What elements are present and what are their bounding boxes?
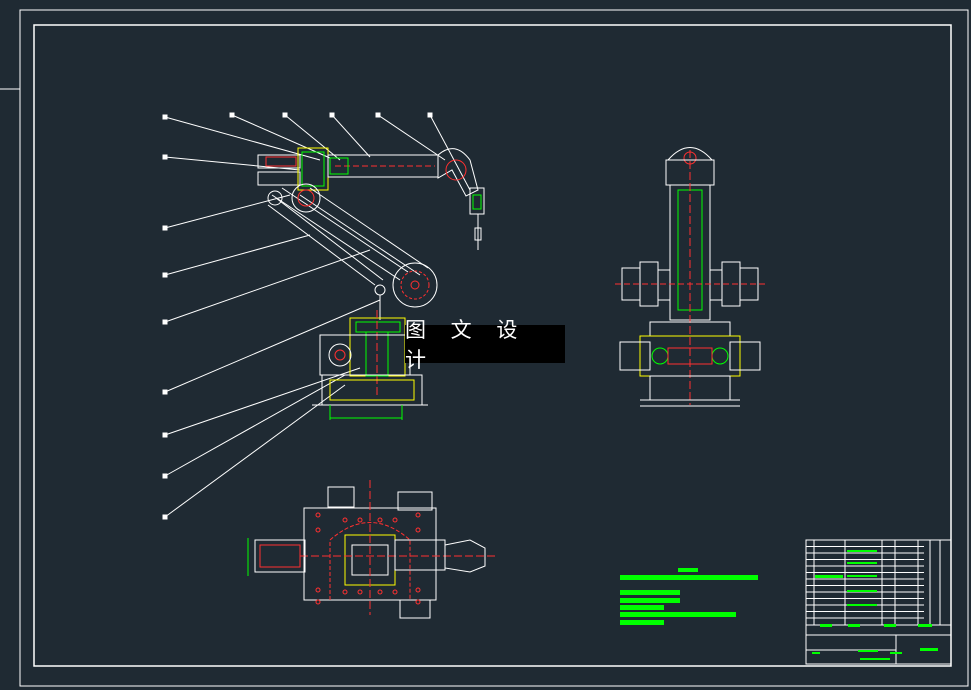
leader-line	[231, 114, 331, 159]
leader-line	[164, 116, 321, 161]
balloon-marker	[162, 473, 168, 479]
requirement-line	[620, 575, 758, 580]
sheet-frame	[0, 9, 969, 687]
balloon-marker	[329, 112, 335, 118]
bolt-hole	[357, 589, 363, 595]
title-block-entry	[815, 575, 843, 578]
balloon-marker	[162, 319, 168, 325]
bolt-hole	[315, 512, 321, 518]
balloon-marker	[375, 112, 381, 118]
technical-requirements	[620, 568, 758, 625]
balloon-marker	[229, 112, 235, 118]
leader-lines	[162, 112, 471, 520]
bolt-hole	[415, 512, 421, 518]
title-block-entry	[847, 562, 877, 564]
leader-line	[164, 374, 346, 477]
title-block-entry	[920, 648, 938, 651]
title-block-entry	[847, 575, 877, 577]
bolt-hole	[315, 527, 321, 533]
title-block-entry	[847, 550, 877, 552]
watermark-label: 图 文 设 计	[405, 318, 565, 372]
balloon-marker	[162, 272, 168, 278]
side-view	[615, 147, 765, 407]
balloon-marker	[162, 225, 168, 231]
title-block-entry	[847, 604, 877, 606]
front-view	[257, 147, 485, 420]
requirement-line	[678, 568, 698, 572]
leader-line	[164, 299, 381, 393]
top-view	[247, 480, 495, 619]
leader-line	[164, 234, 311, 276]
requirement-line	[620, 598, 680, 603]
bolt-hole	[315, 587, 321, 593]
title-block-entry	[860, 658, 890, 660]
leader-line	[164, 367, 361, 436]
leader-line	[164, 194, 291, 229]
bolt-hole	[357, 517, 363, 523]
requirement-line	[620, 590, 680, 595]
title-block-entry	[847, 590, 877, 592]
balloon-marker	[162, 514, 168, 520]
requirement-line	[620, 612, 736, 617]
title-block-entry	[858, 650, 878, 652]
balloon-marker	[162, 154, 168, 160]
leader-line	[377, 114, 446, 161]
title-block	[805, 539, 952, 665]
balloon-marker	[162, 389, 168, 395]
title-block-entry	[812, 652, 820, 654]
title-block-entry	[848, 624, 860, 627]
balloon-marker	[282, 112, 288, 118]
balloon-marker	[162, 114, 168, 120]
bolt-hole	[377, 589, 383, 595]
bolt-hole	[415, 587, 421, 593]
leader-line	[164, 384, 346, 518]
leader-line	[284, 114, 341, 161]
requirement-line	[620, 605, 664, 610]
title-block-entry	[890, 652, 902, 654]
bolt-hole	[377, 517, 383, 523]
title-block-border	[805, 539, 952, 665]
bolt-hole	[415, 527, 421, 533]
bolt-hole	[342, 517, 348, 523]
leader-line	[164, 249, 371, 323]
leader-line	[331, 114, 371, 158]
title-block-entry	[884, 624, 896, 627]
title-block-entry	[820, 624, 832, 627]
bolt-hole	[392, 589, 398, 595]
balloon-marker	[162, 432, 168, 438]
requirement-line	[620, 620, 664, 625]
title-block-entry	[918, 624, 932, 627]
bolt-hole	[342, 589, 348, 595]
leader-line	[429, 114, 471, 191]
bolt-hole	[392, 517, 398, 523]
bolt-hole	[315, 599, 321, 605]
balloon-marker	[427, 112, 433, 118]
bolt-hole	[415, 599, 421, 605]
